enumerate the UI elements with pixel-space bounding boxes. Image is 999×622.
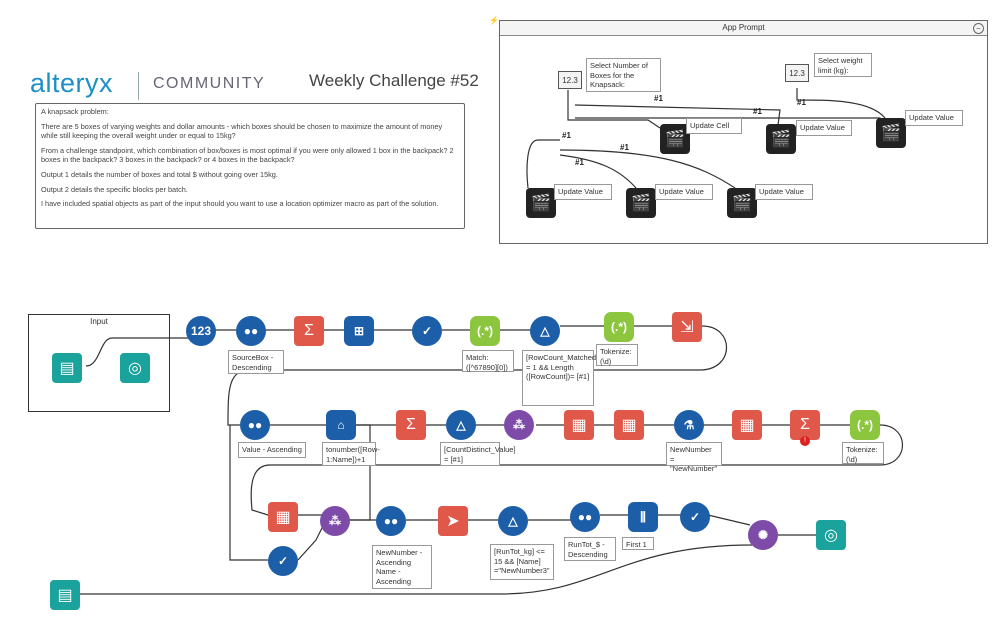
anno-tokenize-2: Tokenize: (\d): [842, 442, 884, 464]
connection-label: #1: [654, 94, 663, 103]
anno-sourcebox: SourceBox - Descending: [228, 350, 284, 374]
action-tool-update-cell[interactable]: 🎬: [660, 124, 690, 154]
action-tool-update-value-2[interactable]: 🎬: [876, 118, 906, 148]
error-icon: !: [800, 436, 810, 446]
summarize-tool-1[interactable]: Σ: [294, 316, 324, 346]
connection-label: #1: [562, 131, 571, 140]
regex-tokenize-tool-2[interactable]: (.*): [850, 410, 880, 440]
input-container[interactable]: Input: [28, 314, 170, 412]
challenge-description: A knapsack problem: There are 5 boxes of…: [35, 103, 465, 229]
select-tool-1[interactable]: ✓: [412, 316, 442, 346]
sort-tool-1[interactable]: ●●: [236, 316, 266, 346]
record-id-tool[interactable]: 123: [186, 316, 216, 346]
challenge-title: Weekly Challenge #52: [309, 71, 479, 90]
connection-label: #1: [797, 98, 806, 107]
desc-para-2: From a challenge standpoint, which combi…: [41, 145, 454, 165]
update-value-label-3: Update Value: [554, 184, 612, 200]
anno-runtot-kg: [RunTot_kg] <= 15 && [Name] ="NewNumber3…: [490, 544, 554, 580]
clapper-icon: 🎬: [732, 195, 752, 212]
desc-para-5: I have included spatial objects as part …: [41, 199, 439, 209]
logo-text: alteryx: [30, 68, 114, 98]
anno-tokenize-1: Tokenize: (\d): [596, 344, 638, 366]
binoculars-icon: ◎: [824, 527, 838, 544]
browse-tool[interactable]: ◎: [120, 353, 150, 383]
book-icon: ▤: [57, 587, 73, 604]
app-prompt-title: App Prompt: [500, 21, 987, 36]
clapper-icon: 🎬: [881, 125, 901, 142]
action-tool-update-value-4[interactable]: 🎬: [626, 188, 656, 218]
anno-runtot-usd: RunTot_$ - Descending: [564, 537, 616, 561]
crosstab-tool-4[interactable]: ▦: [268, 502, 298, 532]
desc-para-3: Output 1 details the number of boxes and…: [41, 169, 278, 179]
browse-tool-output[interactable]: ◎: [816, 520, 846, 550]
anno-first: First 1: [622, 537, 654, 550]
update-value-label-5: Update Value: [755, 184, 813, 200]
sort-tool-3[interactable]: ●●: [376, 506, 406, 536]
regex-tokenize-tool-1[interactable]: (.*): [604, 312, 634, 342]
connection-label: #1: [753, 107, 762, 116]
connection-label: #1: [620, 143, 629, 152]
sort-tool-4[interactable]: ●●: [570, 502, 600, 532]
crosstab-tool-2[interactable]: ▦: [614, 410, 644, 440]
desc-para-1: There are 5 boxes of varying weights and…: [41, 121, 443, 141]
anno-value-ascending: Value - Ascending: [238, 442, 306, 458]
summarize-tool-2[interactable]: Σ: [396, 410, 426, 440]
crosstab-tool-1[interactable]: ▦: [564, 410, 594, 440]
anno-tonumber: tonumber([Row-1:Name])+1: [322, 442, 380, 466]
input-data-tool[interactable]: ▤: [52, 353, 82, 383]
logo-divider: [138, 72, 139, 100]
formula-tool[interactable]: ⚗: [674, 410, 704, 440]
community-text: COMMUNITY: [153, 75, 266, 92]
union-tool[interactable]: ✺: [748, 520, 778, 550]
container-bolt-icon[interactable]: ⚡: [489, 16, 499, 25]
select-tool-3[interactable]: ✓: [680, 502, 710, 532]
summarize-tool-3[interactable]: Σ: [790, 410, 820, 440]
collapse-icon[interactable]: –: [973, 23, 984, 34]
join-tool-1[interactable]: ⁂: [504, 410, 534, 440]
app-prompt-container[interactable]: App Prompt –: [499, 20, 988, 244]
update-cell-label: Update Cell: [686, 118, 742, 134]
anno-newnumber: NewNumber = "NewNumber": [666, 442, 722, 473]
action-tool-update-value-5[interactable]: 🎬: [727, 188, 757, 218]
input-data-tool-2[interactable]: ▤: [50, 580, 80, 610]
running-total-tool[interactable]: ➤: [438, 506, 468, 536]
join-tool-2[interactable]: ⁂: [320, 506, 350, 536]
clapper-icon: 🎬: [531, 195, 551, 212]
clapper-icon: 🎬: [665, 131, 685, 148]
update-value-label-1: Update Value: [796, 120, 852, 136]
clapper-icon: 🎬: [631, 195, 651, 212]
action-tool-update-value-3[interactable]: 🎬: [526, 188, 556, 218]
weight-label: Select weight limit (kg):: [814, 53, 872, 77]
anno-newnumber-sort: NewNumber - Ascending Name - Ascending: [372, 545, 432, 589]
filter-tool-2[interactable]: △: [446, 410, 476, 440]
anno-match: Match: ([^67890][0]): [462, 350, 514, 372]
input-container-title: Input: [90, 317, 108, 326]
sample-tool[interactable]: ⫼: [628, 502, 658, 532]
select-tool-2[interactable]: ✓: [268, 546, 298, 576]
update-value-label-2: Update Value: [905, 110, 963, 126]
clapper-icon: 🎬: [771, 131, 791, 148]
crosstab-tool-3[interactable]: ▦: [732, 410, 762, 440]
regex-match-tool[interactable]: (.*): [470, 316, 500, 346]
generate-rows-tool[interactable]: ⊞: [344, 316, 374, 346]
numeric-updown-boxes[interactable]: 12.3: [558, 71, 582, 89]
filter-tool-3[interactable]: △: [498, 506, 528, 536]
filter-tool-1[interactable]: △: [530, 316, 560, 346]
book-icon: ▤: [59, 360, 75, 377]
num-boxes-label: Select Number of Boxes for the Knapsack:: [586, 58, 661, 92]
anno-countdistinct: [CountDistinct_Value] = [#1]: [440, 442, 516, 466]
desc-para-4: Output 2 details the specific blocks per…: [41, 184, 188, 194]
transpose-tool[interactable]: ⇲: [672, 312, 702, 342]
binoculars-icon: ◎: [128, 360, 142, 377]
numeric-updown-weight[interactable]: 12.3: [785, 64, 809, 82]
anno-rowcount: [RowCount_Matched] = 1 && Length ([RowCo…: [522, 350, 598, 406]
alteryx-logo: alteryx COMMUNITY: [30, 68, 264, 100]
action-tool-update-value-1[interactable]: 🎬: [766, 124, 796, 154]
update-value-label-4: Update Value: [655, 184, 713, 200]
desc-heading: A knapsack problem:: [41, 107, 109, 116]
multi-row-formula-tool[interactable]: ⌂: [326, 410, 356, 440]
sort-tool-2[interactable]: ●●: [240, 410, 270, 440]
connection-label: #1: [575, 158, 584, 167]
